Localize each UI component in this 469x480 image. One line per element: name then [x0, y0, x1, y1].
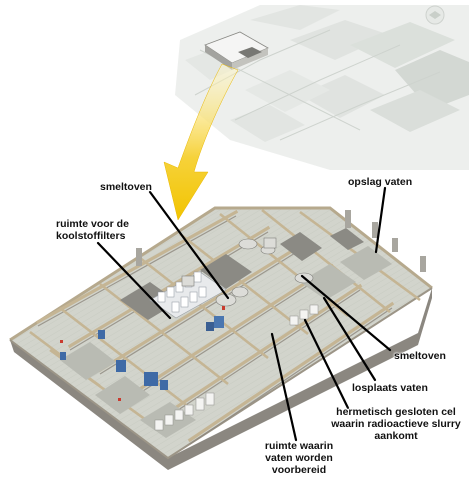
label-vaten-line1: ruimte waarin [264, 440, 334, 452]
label-cel-line3: aankomt [374, 430, 418, 442]
site-context-map [175, 5, 469, 170]
floor-plan-3d [9, 206, 433, 470]
label-vaten-line2: vaten worden [265, 452, 333, 464]
leader-smeltoven-right [300, 274, 392, 352]
label-smeltoven-top: smeltoven [100, 181, 152, 193]
leader-lines [96, 186, 392, 442]
label-cel-line1: hermetisch gesloten cel [336, 406, 456, 418]
label-losplaats-vaten: losplaats vaten [352, 382, 428, 394]
leader-opslag [374, 186, 387, 254]
leader-losplaats [322, 296, 377, 382]
carbon-filter-equipment [149, 271, 227, 331]
leader-cel [303, 318, 350, 410]
label-cel-line2: waarin radioactieve slurry [331, 418, 461, 430]
label-koolstoffilters-line1: ruimte voor de [56, 218, 129, 230]
leader-vaten [270, 332, 298, 442]
label-koolstoffilters: ruimte voor de koolstoffilters [56, 218, 129, 242]
label-opslag-vaten: opslag vaten [348, 176, 413, 188]
label-vaten-line3: voorbereid [271, 464, 327, 476]
label-smeltoven-right: smeltoven [394, 350, 446, 362]
label-koolstoffilters-line2: koolstoffilters [56, 230, 126, 242]
location-arrow [163, 63, 239, 221]
leader-koolstof [96, 241, 172, 320]
label-hermetisch-cel: hermetisch gesloten cel waarin radioacti… [326, 406, 466, 442]
leader-smeltoven-top [148, 190, 230, 300]
label-ruimte-vaten: ruimte waarin vaten worden voorbereid [258, 440, 340, 476]
